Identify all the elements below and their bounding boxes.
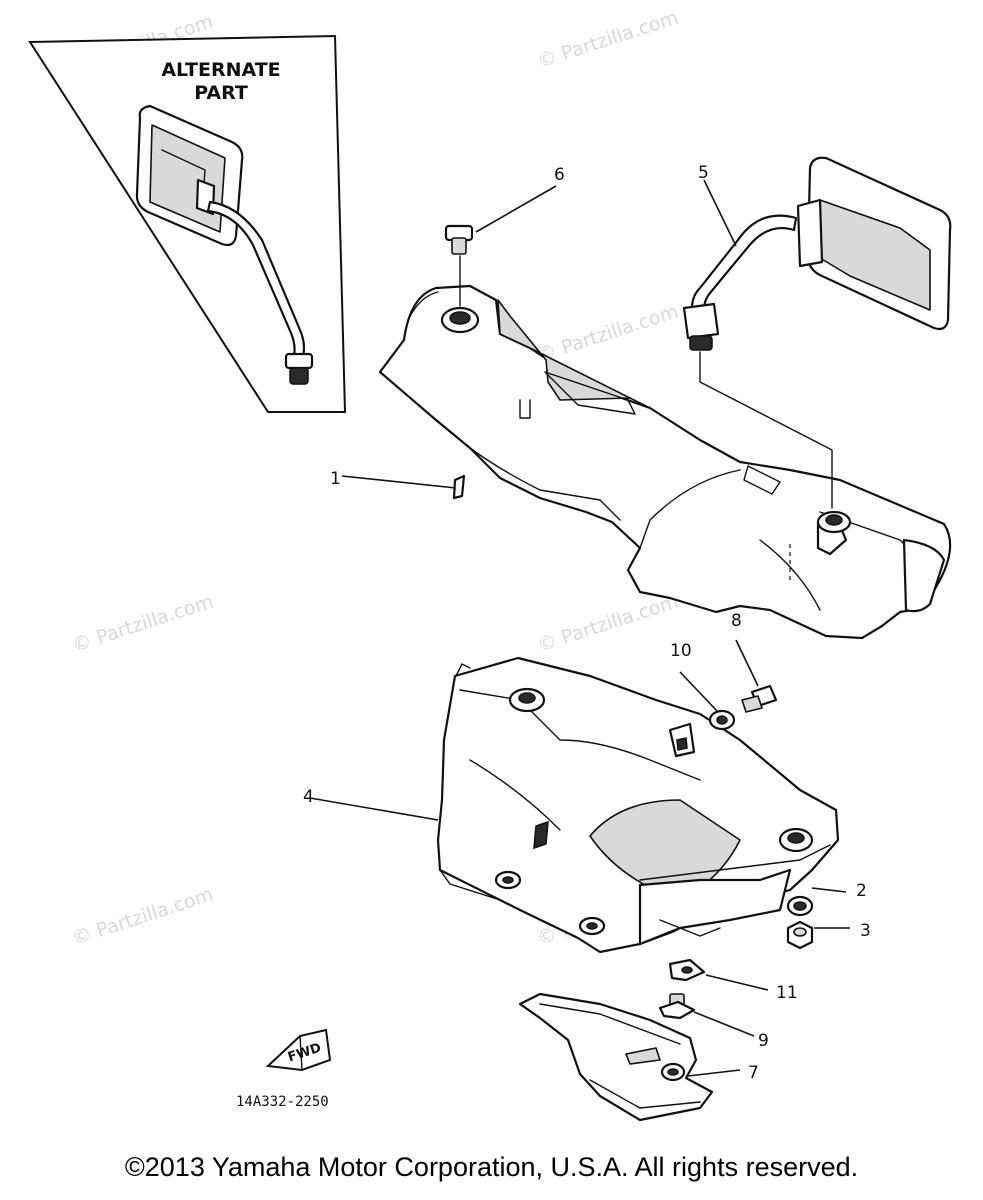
callout-7: 7 — [748, 1063, 759, 1083]
callout-1: 1 — [330, 469, 341, 489]
watermark: © Partzilla.com — [535, 7, 681, 73]
copyright-notice: ©2013 Yamaha Motor Corporation, U.S.A. A… — [124, 1152, 859, 1182]
watermark: © Partzilla.com — [535, 301, 681, 367]
bolt-part-8 — [741, 684, 778, 713]
alternate-part-label-line1: ALTERNATE — [161, 59, 280, 81]
handle-cover-lower — [436, 656, 840, 954]
callout-8: 8 — [731, 611, 742, 631]
diagram-code: 14A332-2250 — [236, 1094, 329, 1110]
handle-cover-upper — [378, 284, 952, 640]
watermark: © Partzilla.com — [70, 884, 216, 950]
assembly-lines — [459, 255, 833, 509]
callout-4: 4 — [303, 787, 314, 807]
watermark: © Partzilla.com — [70, 591, 216, 657]
callout-2: 2 — [856, 881, 867, 901]
bracket-part — [518, 992, 714, 1122]
alternate-part-inset: ALTERNATE PART — [28, 34, 347, 413]
leader-lines — [309, 179, 850, 1077]
alternate-part-label-line2: PART — [194, 82, 248, 104]
mirror-part — [682, 156, 952, 351]
callout-11: 11 — [776, 983, 798, 1003]
nut-part-2 — [786, 895, 814, 917]
watermark: © Partzilla.com — [535, 591, 681, 657]
forward-arrow-icon: FWD — [265, 1028, 332, 1072]
callout-10: 10 — [670, 641, 692, 661]
hardware — [444, 224, 814, 1020]
washer-part-11 — [668, 958, 706, 982]
callout-5: 5 — [698, 163, 709, 183]
callouts: 1 2 3 4 5 6 7 8 9 10 11 — [303, 163, 871, 1083]
callout-9: 9 — [758, 1031, 769, 1051]
alternate-mirror — [135, 104, 314, 385]
washer-part-10 — [708, 709, 736, 731]
nut-part-3 — [786, 920, 814, 950]
bolt-part-9 — [658, 993, 696, 1020]
callout-6: 6 — [554, 165, 565, 185]
bolt-part-6 — [444, 224, 474, 255]
callout-3: 3 — [860, 921, 871, 941]
